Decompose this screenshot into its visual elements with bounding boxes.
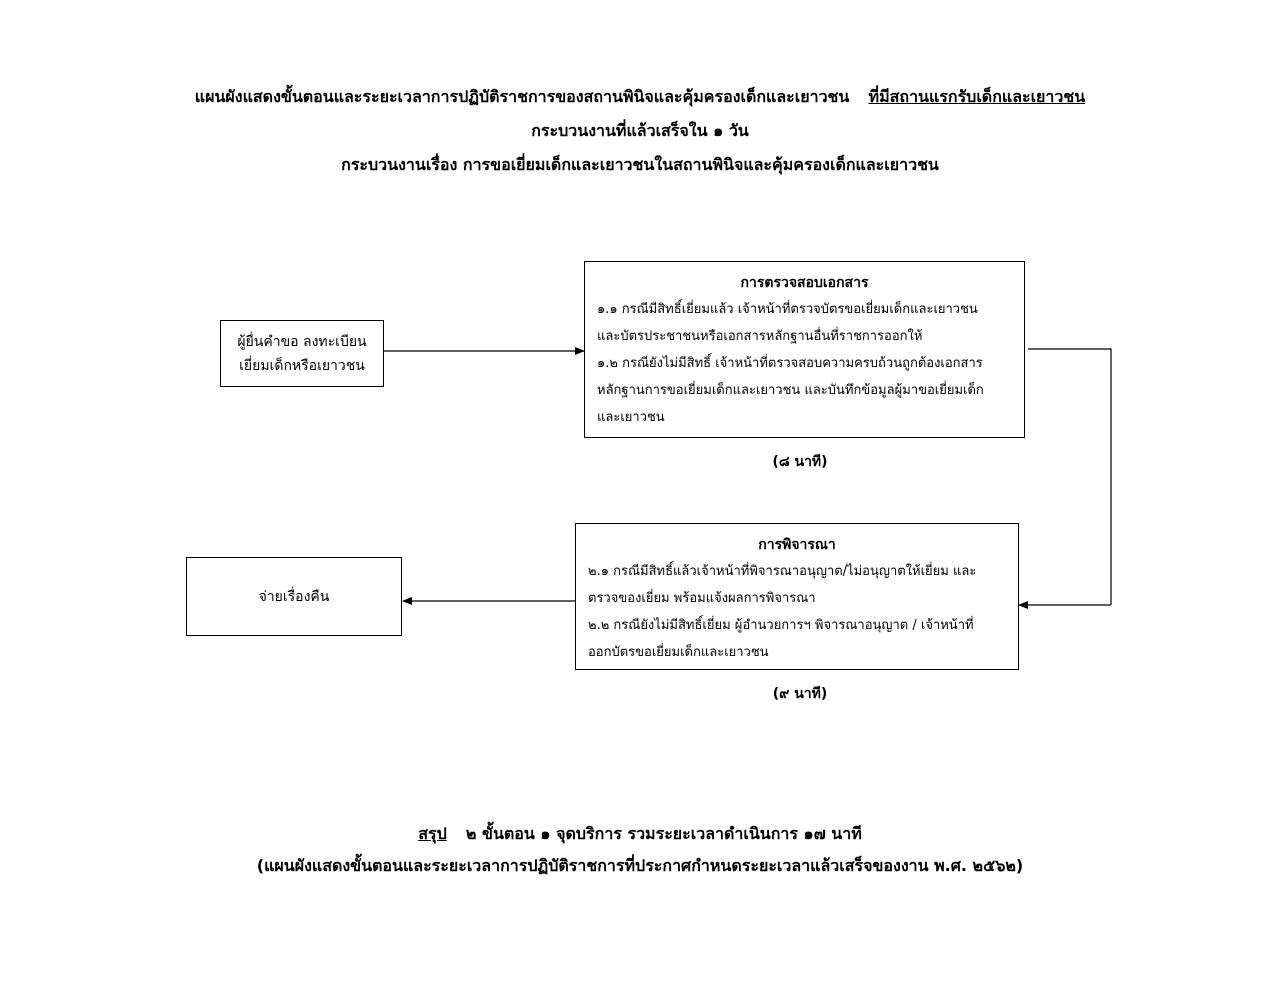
page-header: แผนผังแสดงขั้นตอนและระยะเวลาการปฏิบัติรา… (0, 80, 1280, 182)
document-check-title: การตรวจสอบเอกสาร (740, 275, 869, 291)
consideration-box: การพิจารณา ๒.๑ กรณีมีสิทธิ์แล้วเจ้าหน้าท… (575, 523, 1019, 670)
consideration-item-2-line-1: ๒.๒ กรณียังไม่มีสิทธิ์เยี่ยม ผู้อำนวยการ… (588, 618, 974, 633)
header-line-1: แผนผังแสดงขั้นตอนและระยะเวลาการปฏิบัติรา… (0, 80, 1280, 114)
header-line-2: กระบวนงานที่แล้วเสร็จใน ๑ วัน (531, 121, 749, 140)
document-check-box: การตรวจสอบเอกสาร ๑.๑ กรณีมีสิทธิ์เยี่ยมแ… (584, 261, 1025, 438)
document-check-item-2-line-3: และเยาวชน (597, 410, 665, 425)
applicant-line-2: เยี่ยมเด็กหรือเยาวชน (239, 357, 365, 374)
summary-label: สรุป (418, 824, 447, 843)
footer-summary: สรุป ๒ ขั้นตอน ๑ จุดบริการ รวมระยะเวลาดำ… (0, 818, 1280, 850)
summary-text: ๒ ขั้นตอน ๑ จุดบริการ รวมระยะเวลาดำเนินก… (465, 824, 862, 843)
consideration-duration: (๙ นาที) (772, 686, 828, 702)
document-check-item-2-line-1: ๑.๒ กรณียังไม่มีสิทธิ์ เจ้าหน้าที่ตรวจสอ… (597, 356, 983, 371)
consideration-title: การพิจารณา (758, 537, 836, 553)
connector-check-to-consideration (1028, 348, 1112, 605)
consideration-item-1-line-2: ตรวจของเยี่ยม พร้อมแจ้งผลการพิจารณา (588, 591, 816, 606)
applicant-register-box: ผู้ยื่นคำขอ ลงทะเบียน เยี่ยมเด็กหรือเยาว… (220, 320, 384, 387)
document-check-item-1-line-1: ๑.๑ กรณีมีสิทธิ์เยี่ยมแล้ว เจ้าหน้าที่ตร… (597, 302, 978, 317)
consideration-item-2-line-2: ออกบัตรขอเยี่ยมเด็กและเยาวชน (588, 645, 769, 660)
page-footer: สรุป ๒ ขั้นตอน ๑ จุดบริการ รวมระยะเวลาดำ… (0, 818, 1280, 882)
header-title-underlined: ที่มีสถานแรกรับเด็กและเยาวชน (868, 87, 1086, 106)
header-title-main: แผนผังแสดงขั้นตอนและระยะเวลาการปฏิบัติรา… (194, 87, 850, 106)
return-label: จ่ายเรื่องคืน (258, 588, 330, 605)
footer-note: (แผนผังแสดงขั้นตอนและระยะเวลาการปฏิบัติร… (256, 856, 1024, 875)
document-check-item-2-line-2: หลักฐานการขอเยี่ยมเด็กและเยาวชน และบันทึ… (597, 383, 984, 398)
applicant-line-1: ผู้ยื่นคำขอ ลงทะเบียน (237, 333, 367, 350)
document-check-duration: (๘ นาที) (772, 454, 828, 470)
return-matter-box: จ่ายเรื่องคืน (186, 557, 402, 636)
document-check-item-1-line-2: และบัตรประชาชนหรือเอกสารหลักฐานอื่นที่รา… (597, 329, 923, 344)
consideration-item-1-line-1: ๒.๑ กรณีมีสิทธิ์แล้วเจ้าหน้าที่พิจารณาอน… (588, 564, 977, 579)
header-line-3: กระบวนงานเรื่อง การขอเยี่ยมเด็กและเยาวชน… (341, 155, 939, 174)
